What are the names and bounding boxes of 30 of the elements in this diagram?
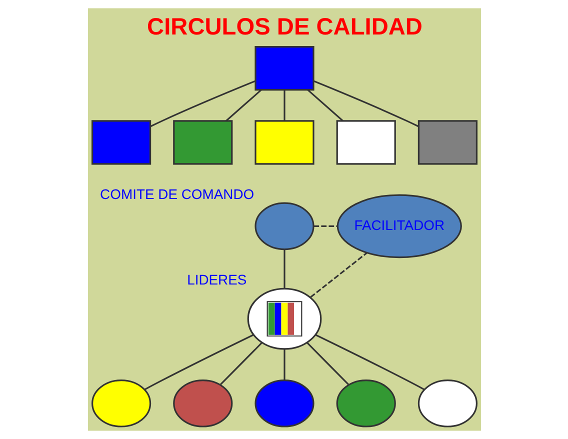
- connector: [313, 80, 418, 128]
- connector: [283, 349, 285, 380]
- node-circle: [246, 288, 322, 350]
- node-box: [254, 120, 314, 165]
- connector: [283, 250, 285, 288]
- node-box: [254, 46, 314, 91]
- connector: [144, 334, 253, 390]
- node-circle: [336, 380, 396, 428]
- node-box: [172, 120, 232, 165]
- node-circle: [91, 380, 151, 428]
- node-circle: [172, 380, 232, 428]
- connector: [310, 252, 367, 298]
- node-box: [417, 120, 477, 165]
- connector: [283, 90, 285, 121]
- connector: [313, 225, 337, 227]
- node-circle: [254, 202, 314, 250]
- node-ellipse: FACILITADOR: [336, 194, 462, 258]
- node-label: COMITE DE COMANDO: [100, 186, 254, 202]
- connector: [306, 89, 343, 122]
- connector: [225, 89, 262, 122]
- diagram-title: CIRCULOS DE CALIDAD: [146, 14, 422, 41]
- connector: [315, 334, 424, 390]
- node-box: [91, 120, 151, 165]
- node-circle: [254, 380, 314, 428]
- connector: [220, 342, 262, 386]
- node-label: LIDERES: [186, 272, 246, 288]
- connector: [306, 342, 348, 386]
- node-circle: [417, 380, 477, 428]
- node-box: [336, 120, 396, 165]
- connector: [150, 80, 255, 128]
